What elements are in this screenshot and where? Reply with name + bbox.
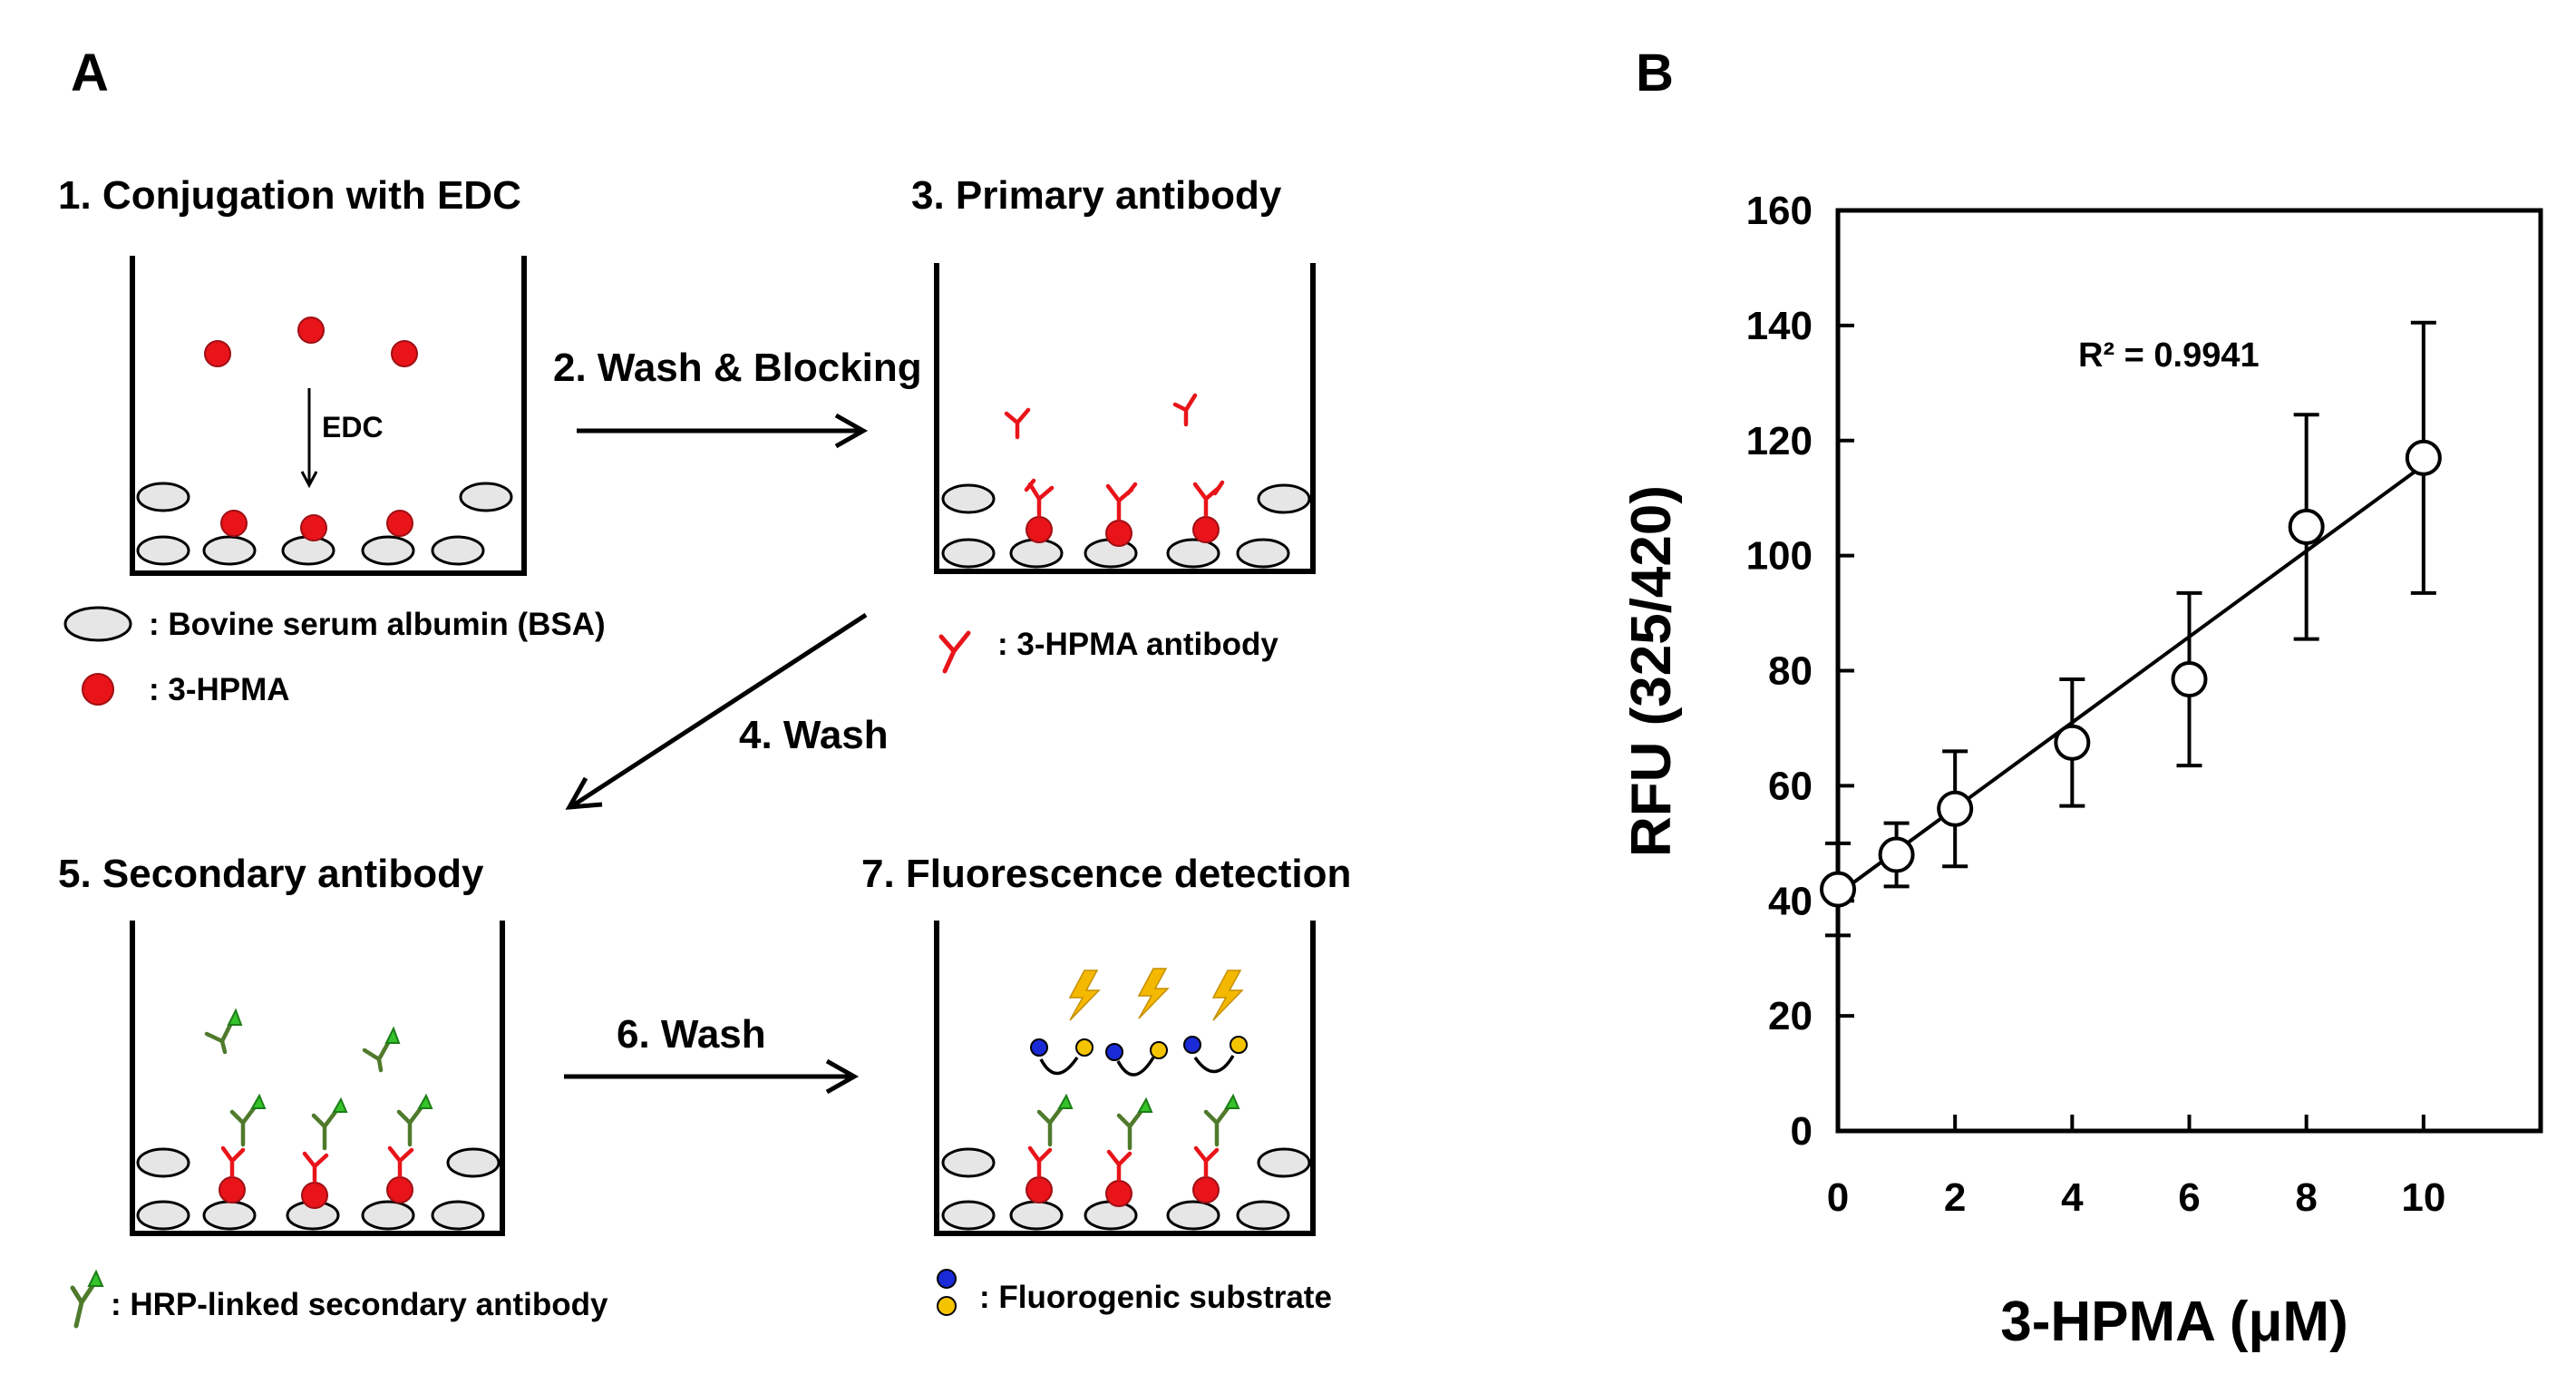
step-3-title: 3. Primary antibody — [911, 173, 1282, 218]
step-7-title: 7. Fluorescence detection — [861, 852, 1351, 896]
hpma-molecules — [204, 317, 418, 541]
y-tick-label: 60 — [1768, 764, 1813, 808]
data-point — [1878, 836, 1915, 873]
edc-arrow — [300, 388, 318, 489]
step-1-title: 1. Conjugation with EDC — [58, 173, 521, 218]
step-2-label: 2. Wash & Blocking — [553, 346, 922, 390]
legend-antibody-text: : 3-HPMA antibody — [997, 627, 1278, 662]
y-tick-label: 120 — [1746, 419, 1813, 463]
legend-secondary-text: : HRP-linked secondary antibody — [111, 1287, 608, 1322]
legend-substrate-text: : Fluorogenic substrate — [979, 1280, 1332, 1315]
x-tick-label: 10 — [2401, 1175, 2445, 1220]
panel-a-label: A — [71, 44, 109, 102]
data-points — [1820, 439, 2442, 908]
legend-antibody: : 3-HPMA antibody — [938, 627, 1278, 674]
well-3 — [934, 263, 1316, 574]
x-tick-label: 6 — [2178, 1175, 2200, 1220]
arrow-step-4 — [565, 612, 868, 810]
panel-b-label: B — [1636, 44, 1674, 102]
y-tick-label: 20 — [1768, 994, 1813, 1038]
error-bars — [1825, 320, 2436, 938]
y-tick-label: 0 — [1791, 1109, 1813, 1154]
data-point — [1937, 790, 1974, 827]
edc-label: EDC — [322, 411, 384, 443]
arrow-step-6 — [564, 1058, 860, 1095]
y-tick-label: 80 — [1768, 649, 1813, 694]
y-tick-label: 140 — [1746, 304, 1813, 348]
step-6-label: 6. Wash — [617, 1012, 766, 1057]
well-1: EDC — [130, 256, 527, 576]
y-tick-label: 100 — [1746, 534, 1813, 579]
x-tick-label: 0 — [1827, 1175, 1849, 1220]
x-tick-label: 4 — [2061, 1175, 2084, 1220]
data-point — [1820, 871, 1856, 908]
legend-hpma: : 3-HPMA — [82, 672, 290, 707]
legend-bsa-text: : Bovine serum albumin (BSA) — [149, 607, 606, 642]
legend-substrate: : Fluorogenic substrate — [937, 1269, 1332, 1316]
regression-line — [1836, 463, 2425, 896]
x-axis-label: 3-HPMA (μM) — [2000, 1291, 2348, 1353]
bsa-layer — [136, 482, 513, 566]
y-axis-label: RFU (325/420) — [1620, 485, 1683, 857]
legend-secondary: : HRP-linked secondary antibody — [70, 1269, 608, 1329]
data-point — [2405, 439, 2442, 476]
calibration-chart: 0 20 40 60 80 100 120 140 160 0 2 4 6 8 10 R² = 0.994… — [1620, 189, 2543, 1353]
fit-line — [1836, 463, 2425, 896]
legend-hpma-text: : 3-HPMA — [149, 672, 290, 707]
y-tick-label: 40 — [1768, 879, 1813, 923]
data-point — [2171, 661, 2208, 698]
x-tick-label: 8 — [2295, 1175, 2317, 1220]
r-squared-annotation: R² = 0.9941 — [2078, 336, 2260, 375]
well-7 — [934, 921, 1316, 1236]
data-point — [2288, 508, 2325, 545]
y-axis-ticks: 0 20 40 60 80 100 120 140 160 — [1746, 189, 1854, 1154]
arrow-step-2 — [577, 413, 869, 449]
x-axis-ticks: 0 2 4 6 8 10 — [1827, 1115, 2445, 1220]
y-tick-label: 160 — [1746, 189, 1813, 233]
data-point — [2054, 724, 2091, 761]
step-4-label: 4. Wash — [739, 713, 889, 757]
x-tick-label: 2 — [1944, 1175, 1966, 1220]
well-5 — [130, 921, 505, 1236]
legend-bsa: : Bovine serum albumin (BSA) — [63, 606, 606, 642]
step-5-title: 5. Secondary antibody — [58, 852, 484, 896]
